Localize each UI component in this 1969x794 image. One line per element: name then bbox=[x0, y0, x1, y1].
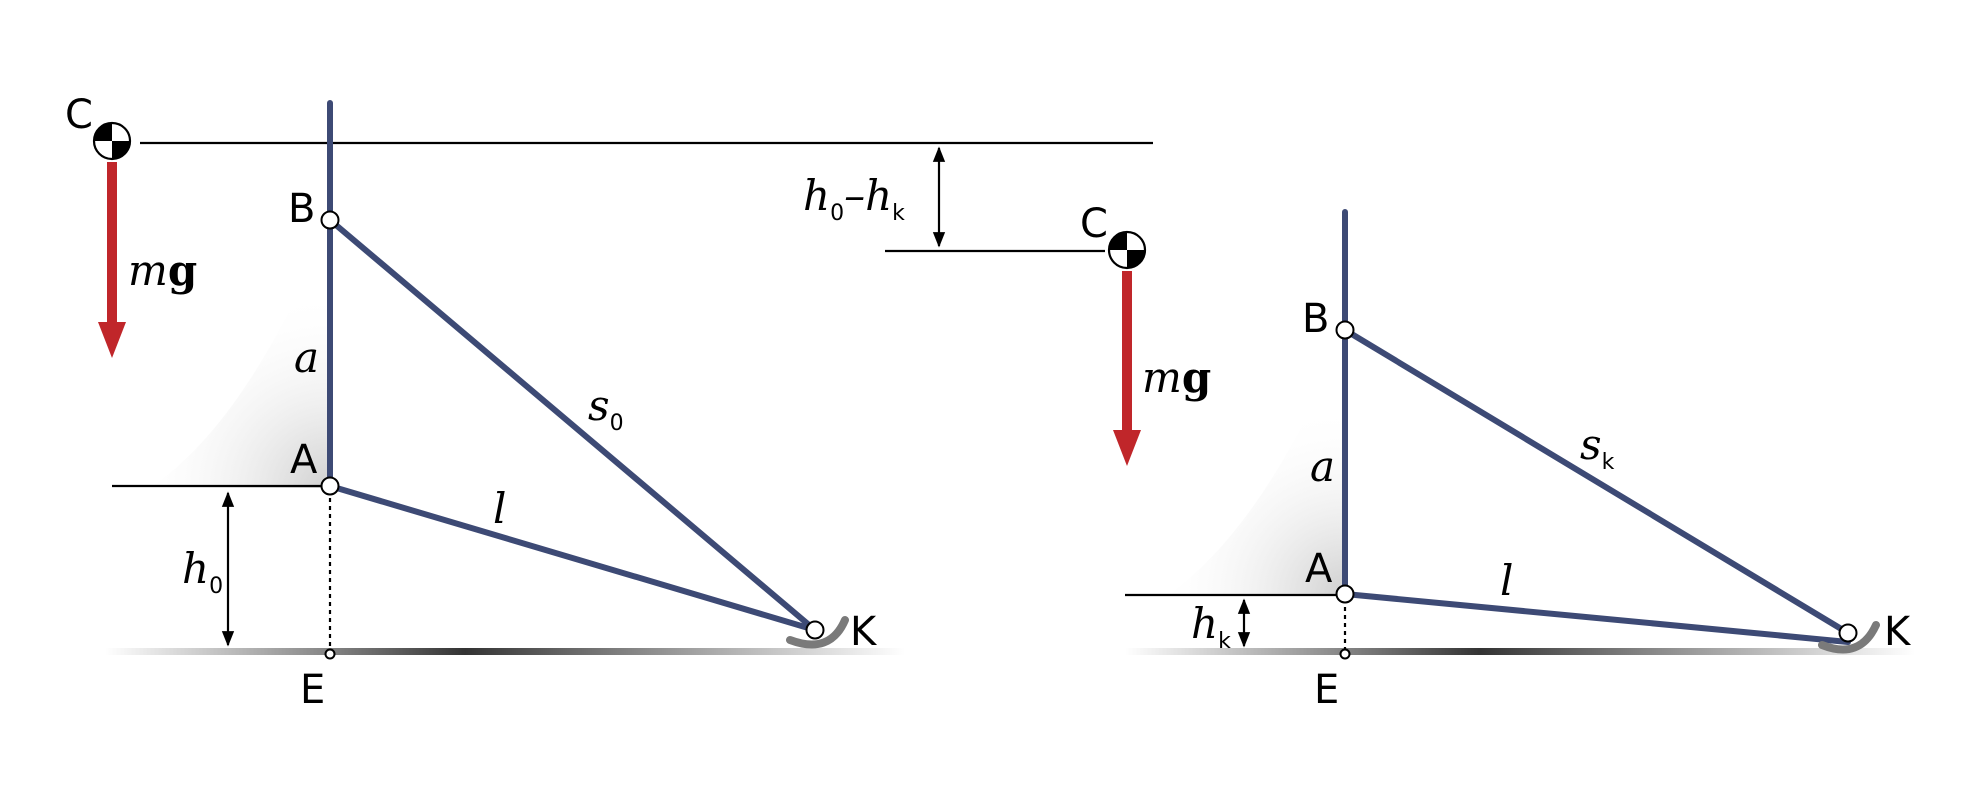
left-label-mg: mg bbox=[128, 246, 197, 295]
left-label-b: B bbox=[288, 186, 315, 232]
left-link-s bbox=[327, 217, 818, 633]
left-ground bbox=[105, 648, 905, 655]
left-joint-a bbox=[320, 476, 340, 496]
right-label-l-length: l bbox=[1500, 556, 1513, 605]
left-joint-e bbox=[324, 648, 336, 660]
right-label-c: C bbox=[1080, 201, 1108, 247]
right-shade bbox=[1170, 330, 1345, 594]
label-height-difference: h0–hk bbox=[803, 171, 905, 226]
right-label-mg: mg bbox=[1142, 353, 1211, 402]
right-joint-e bbox=[1339, 648, 1351, 660]
right-force-arrow-head bbox=[1113, 430, 1141, 466]
left-label-c: C bbox=[65, 92, 93, 138]
right-label-e: E bbox=[1314, 667, 1339, 713]
left-label-k: K bbox=[850, 609, 878, 655]
right-joint-a bbox=[1335, 584, 1355, 604]
right-joint-k bbox=[1838, 623, 1858, 643]
right-label-b: B bbox=[1302, 296, 1329, 342]
left-link-l bbox=[327, 483, 818, 633]
left-joint-k bbox=[805, 620, 825, 640]
left-center-of-mass-icon bbox=[92, 121, 132, 161]
left-force-arrow-head bbox=[98, 322, 126, 358]
left-label-e: E bbox=[300, 667, 325, 713]
right-center-of-mass-icon bbox=[1107, 230, 1147, 270]
left-label-l-length: l bbox=[493, 484, 506, 533]
left-label-a: A bbox=[290, 437, 318, 483]
left-joint-b bbox=[320, 210, 340, 230]
right-support-k bbox=[1818, 621, 1880, 654]
right-label-hk: hk bbox=[1191, 599, 1231, 654]
left-support-k bbox=[786, 616, 849, 649]
right-label-a: A bbox=[1305, 546, 1333, 592]
right-label-a-length: a bbox=[1310, 442, 1335, 491]
right-link-s bbox=[1342, 327, 1851, 636]
right-label-k: K bbox=[1884, 609, 1912, 655]
left-label-h0: h0 bbox=[182, 544, 223, 599]
left-label-s0: s0 bbox=[588, 381, 624, 436]
right-joint-b bbox=[1335, 320, 1355, 340]
left-configuration bbox=[92, 100, 1153, 660]
right-label-sk: sk bbox=[1580, 420, 1615, 475]
left-shade bbox=[150, 220, 330, 488]
right-configuration bbox=[885, 146, 1915, 660]
right-link-l bbox=[1342, 591, 1851, 645]
left-label-a-length: a bbox=[294, 333, 319, 382]
right-ground bbox=[1125, 648, 1915, 655]
